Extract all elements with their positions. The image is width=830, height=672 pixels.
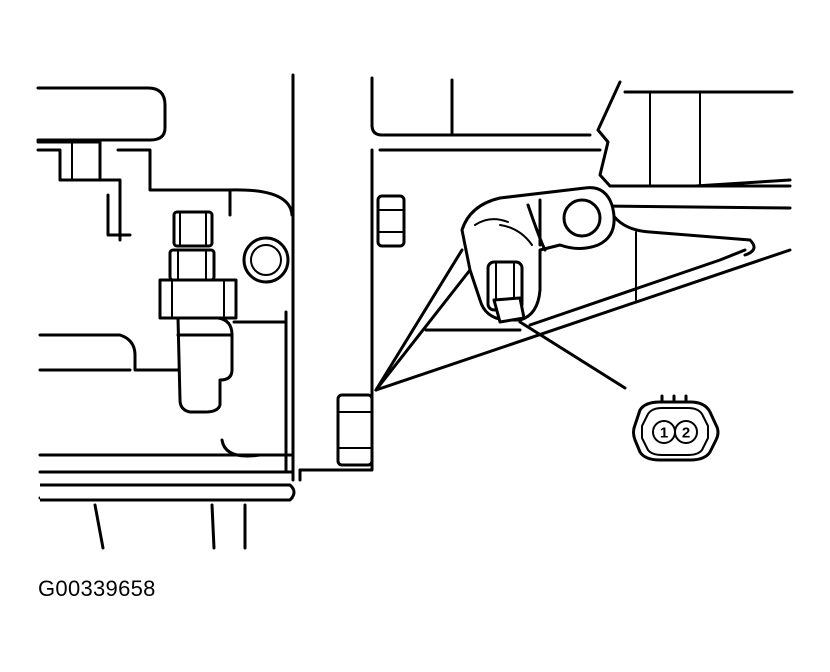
round-cap [242, 236, 290, 284]
connector-face: 1 2 [632, 394, 720, 462]
figure-id-code: G00339658 [38, 576, 156, 601]
engine-block-left [36, 73, 296, 550]
leader-line [518, 320, 627, 390]
mounting-bracket [298, 76, 602, 482]
pin-1-label: 1 [660, 425, 668, 442]
bolt-fitting-left [158, 210, 238, 414]
sloped-plate [374, 231, 792, 392]
connector-pin: 2 [674, 420, 698, 444]
pin-2-label: 2 [682, 425, 690, 442]
upper-manifold [596, 80, 794, 257]
sensor-body [460, 186, 616, 324]
